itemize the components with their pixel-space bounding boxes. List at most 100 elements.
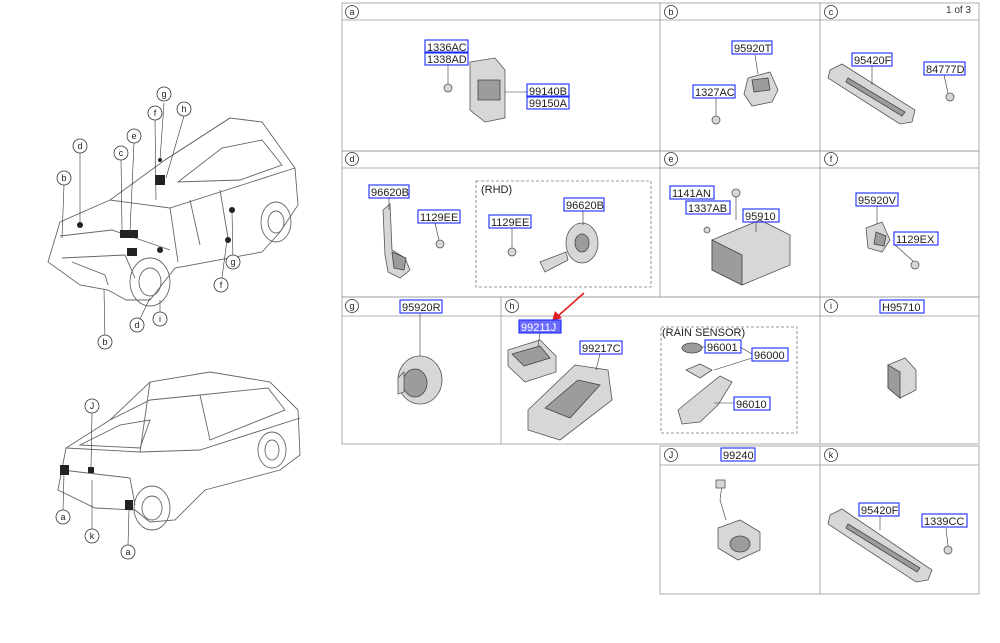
rain-sensor-note: (RAIN SENSOR) xyxy=(662,327,745,339)
svg-text:c: c xyxy=(119,148,124,158)
svg-text:e: e xyxy=(131,131,136,141)
callout-a-rear-left: a xyxy=(55,509,71,525)
svg-text:95910: 95910 xyxy=(745,211,776,223)
part-96000[interactable]: 96000 xyxy=(751,347,789,362)
cell-a-letter: a xyxy=(345,5,359,19)
cell-e-letter: e xyxy=(664,152,678,166)
svg-text:d: d xyxy=(134,320,139,330)
part-1336AC[interactable]: 1336AC xyxy=(424,39,469,54)
part-95920T[interactable]: 95920T xyxy=(731,40,773,55)
part-84777D[interactable]: 84777D xyxy=(923,61,966,76)
part-96620B-lhd[interactable]: 96620B xyxy=(368,184,410,199)
cell-a: a 1336AC 1338AD 99140B 99150A xyxy=(345,5,570,123)
svg-text:99240: 99240 xyxy=(723,450,754,462)
rhd-group-box xyxy=(475,180,652,288)
cell-h-letter: h xyxy=(505,299,519,313)
part-95920R[interactable]: 95920R xyxy=(399,299,443,314)
part-95420F-k[interactable]: 95420F xyxy=(858,502,900,517)
svg-text:H95710: H95710 xyxy=(882,302,921,314)
svg-text:1129EX: 1129EX xyxy=(896,234,935,246)
svg-text:1338AD: 1338AD xyxy=(427,54,467,66)
part-1129EE-rhd[interactable]: 1129EE xyxy=(488,214,532,229)
svg-text:b: b xyxy=(668,7,673,17)
svg-text:1129EE: 1129EE xyxy=(491,217,529,229)
svg-text:96010: 96010 xyxy=(736,399,767,411)
cell-e: e 1141AN 1337AB 95910 xyxy=(664,152,791,286)
part-1129EX[interactable]: 1129EX xyxy=(893,231,939,246)
cell-j: J 99240 xyxy=(664,447,761,561)
part-1339CC[interactable]: 1339CC xyxy=(921,513,968,528)
cell-k-letter: k xyxy=(824,448,838,462)
svg-text:f: f xyxy=(220,280,223,290)
rear-car-view xyxy=(57,371,301,546)
svg-text:a: a xyxy=(349,7,354,17)
cell-j-letter: J xyxy=(664,448,678,462)
part-99140B[interactable]: 99140B xyxy=(526,83,570,98)
cell-f-letter: f xyxy=(824,152,838,166)
svg-text:99211J: 99211J xyxy=(521,322,556,334)
callout-f-right: f xyxy=(213,277,229,293)
part-1141AN[interactable]: 1141AN xyxy=(669,185,715,200)
callout-a-rear-right: a xyxy=(120,544,136,560)
svg-text:1129EE: 1129EE xyxy=(420,212,458,224)
part-1327AC[interactable]: 1327AC xyxy=(692,84,736,99)
part-96001[interactable]: 96001 xyxy=(704,339,742,354)
cell-g-letter: g xyxy=(345,299,359,313)
svg-text:d: d xyxy=(349,154,354,164)
svg-text:k: k xyxy=(829,450,834,460)
part-95420F[interactable]: 95420F xyxy=(851,52,893,67)
rhd-note: (RHD) xyxy=(481,184,512,196)
svg-text:1327AC: 1327AC xyxy=(695,87,735,99)
svg-text:a: a xyxy=(60,512,65,522)
cell-g: g 95920R xyxy=(345,299,443,405)
part-1338AD[interactable]: 1338AD xyxy=(424,51,469,66)
svg-text:h: h xyxy=(181,104,186,114)
cell-f: f 95920V 1129EX xyxy=(824,152,939,270)
part-96620B-rhd[interactable]: 96620B xyxy=(563,197,605,212)
svg-text:99217C: 99217C xyxy=(582,343,621,355)
part-95920V[interactable]: 95920V xyxy=(855,192,899,207)
svg-text:96620B: 96620B xyxy=(566,200,604,212)
svg-text:95920T: 95920T xyxy=(734,43,772,55)
part-96010[interactable]: 96010 xyxy=(733,396,771,411)
svg-text:84777D: 84777D xyxy=(926,64,965,76)
part-1129EE-lhd[interactable]: 1129EE xyxy=(417,209,461,224)
part-95910[interactable]: 95910 xyxy=(742,208,780,223)
part-1337AB[interactable]: 1337AB xyxy=(685,200,731,215)
cell-d: d 96620B 1129EE (RHD) 1129EE 96620B xyxy=(345,152,652,288)
callout-k-rear: k xyxy=(84,528,100,544)
rain-sensor-group-box xyxy=(660,326,798,434)
svg-text:1337AB: 1337AB xyxy=(688,203,727,215)
svg-text:99140B: 99140B xyxy=(529,86,567,98)
svg-text:96620B: 96620B xyxy=(371,187,409,199)
page-indicator: 1 of 3 xyxy=(946,5,971,16)
svg-text:k: k xyxy=(90,531,95,541)
cell-c: c 95420F 84777D xyxy=(824,5,966,125)
part-99150A[interactable]: 99150A xyxy=(526,95,570,110)
part-H95710[interactable]: H95710 xyxy=(879,299,925,314)
svg-text:f: f xyxy=(830,154,833,164)
callout-b-bottom: b xyxy=(97,334,113,350)
cell-b-letter: b xyxy=(664,5,678,19)
part-99240[interactable]: 99240 xyxy=(720,447,756,462)
callout-d-top: d xyxy=(72,138,88,154)
svg-text:c: c xyxy=(829,7,834,17)
svg-text:96001: 96001 xyxy=(707,342,738,354)
svg-text:1141AN: 1141AN xyxy=(672,188,711,200)
part-99217C[interactable]: 99217C xyxy=(579,340,623,355)
svg-text:h: h xyxy=(509,301,514,311)
front-car-view xyxy=(47,102,299,343)
svg-text:99150A: 99150A xyxy=(529,98,568,110)
parts-grid xyxy=(341,2,980,595)
part-99211J[interactable]: 99211J xyxy=(518,319,562,334)
cell-i-letter: i xyxy=(824,299,838,313)
svg-text:i: i xyxy=(159,314,161,324)
callout-f-top: f xyxy=(147,105,163,121)
svg-text:1336AC: 1336AC xyxy=(427,42,467,54)
svg-text:b: b xyxy=(102,337,107,347)
svg-text:i: i xyxy=(830,301,832,311)
callout-b-left: b xyxy=(56,170,72,186)
selection-arrow-head xyxy=(552,311,562,321)
svg-text:d: d xyxy=(77,141,82,151)
